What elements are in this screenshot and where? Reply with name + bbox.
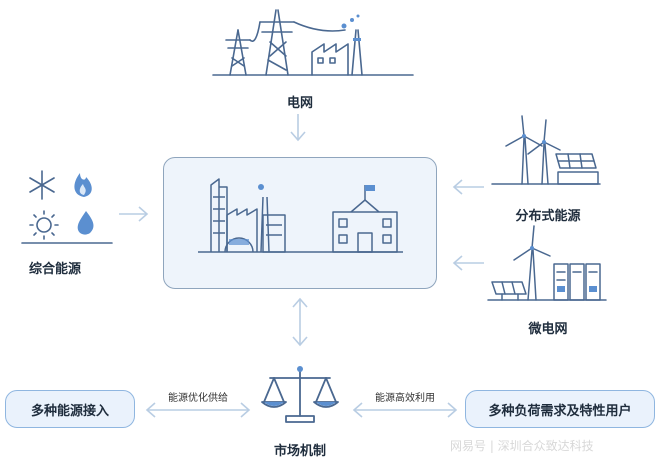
distributed-energy-label: 分布式能源 [515,209,581,224]
efficient-utilization-label: 能源高效利用 [372,389,438,404]
arrow-supply-optimization [145,402,251,418]
multi-energy-access-box: 多种能源接入 [5,390,135,428]
integrated-energy-label: 综合能源 [28,262,82,277]
arrow-right-integrated [119,206,149,222]
scales-icon [261,366,339,423]
market-mechanism-label: 市场机制 [273,444,327,459]
grid-label: 电网 [286,96,314,111]
arrow-left-distributed [452,179,484,195]
hub-city-illustration [198,178,403,253]
arrow-left-microgrid [452,255,484,271]
multi-load-users-box: 多种负荷需求及特性用户 [465,390,655,428]
integrated-energy-icons [21,170,113,244]
water-drop-icon [77,211,94,235]
watermark: 网易号 | 深圳合众致达科技 [450,439,594,453]
arrow-down-grid [290,114,306,142]
microgrid-illustration [487,225,607,301]
supply-optimization-label: 能源优化供给 [165,389,231,404]
arrow-updown-market [292,297,308,347]
distributed-energy-illustration [491,115,601,185]
arrow-efficient-utilization [352,402,458,418]
microgrid-label: 微电网 [528,322,568,337]
